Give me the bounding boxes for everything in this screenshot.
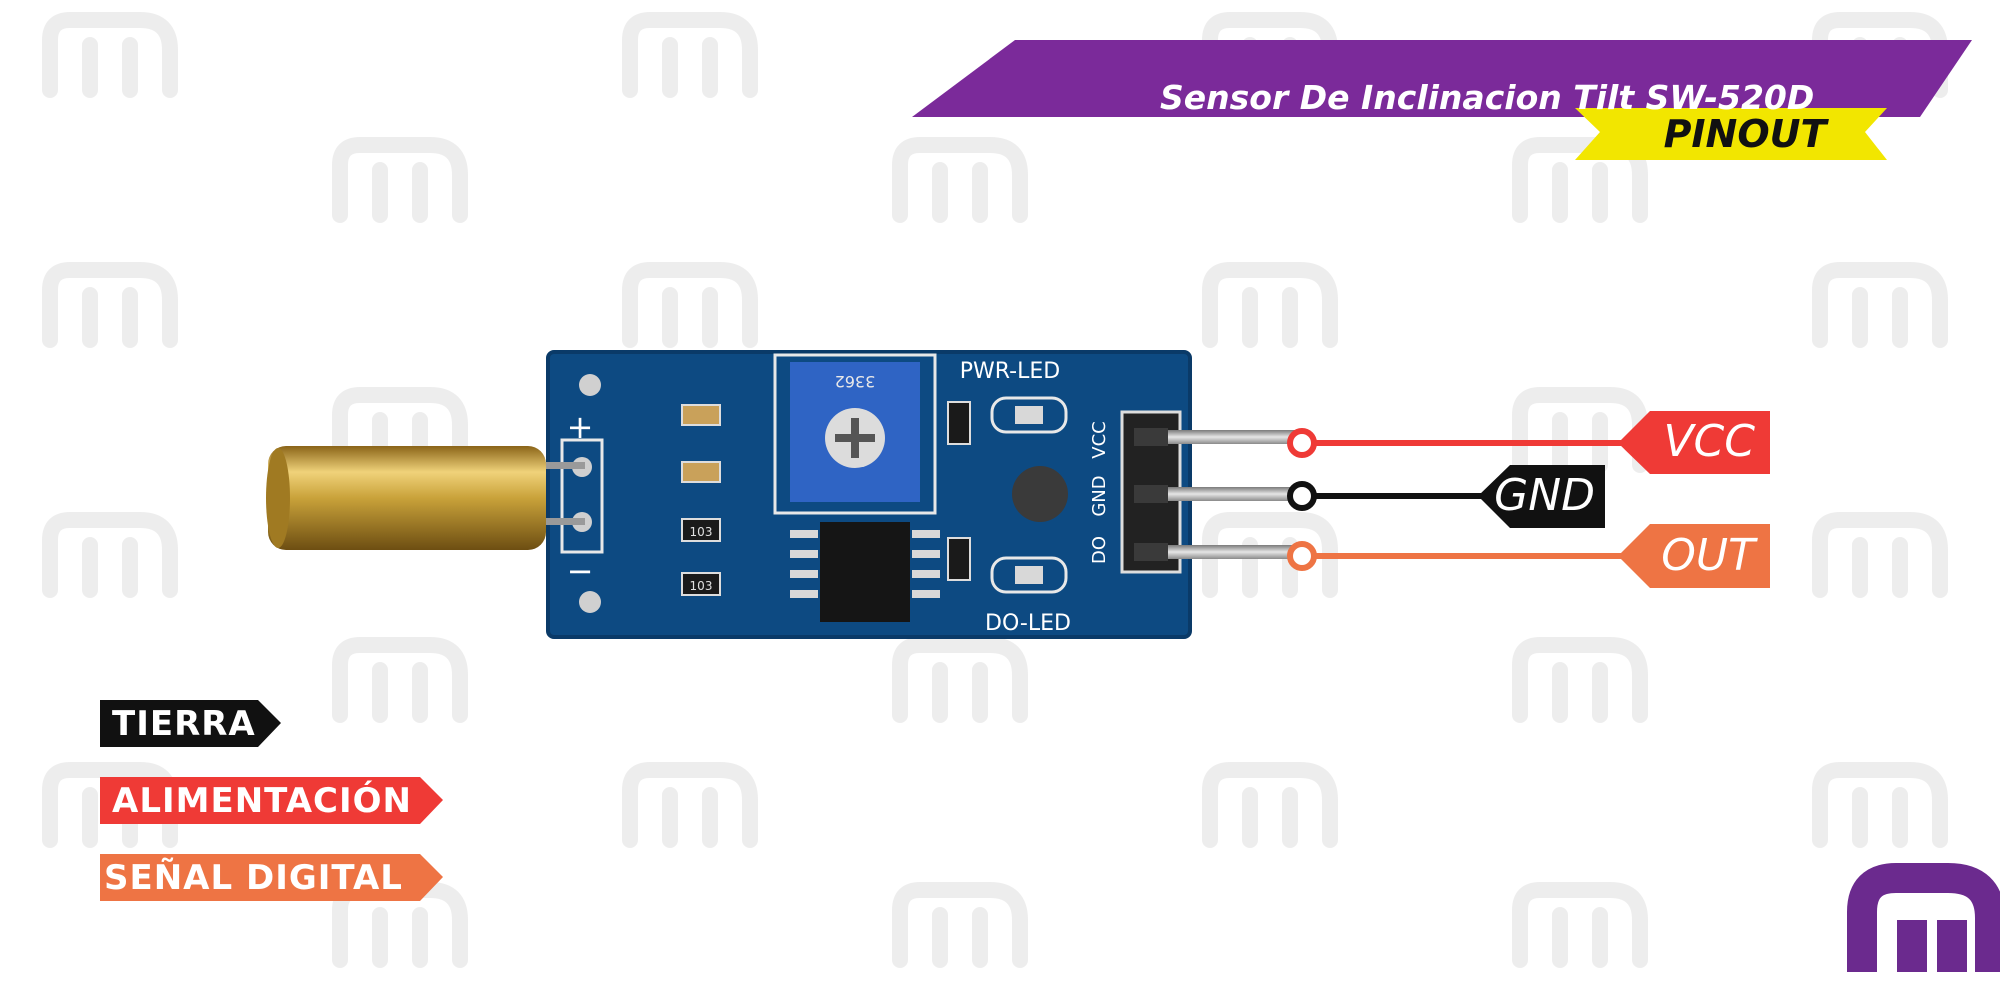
pot-code: 3362 xyxy=(835,372,876,391)
silk-minus: − xyxy=(567,552,594,590)
pin-gnd xyxy=(1287,465,1605,528)
pin-tag xyxy=(1618,411,1770,474)
legend-bar-tierra xyxy=(100,700,281,747)
pin-label-gnd: GND xyxy=(1494,470,1595,521)
legend-label-senal-digital: SEÑAL DIGITAL xyxy=(104,858,403,898)
pin-tag xyxy=(1478,465,1605,528)
pin-tag xyxy=(1618,524,1770,588)
mounting-hole xyxy=(579,374,601,396)
pin-out xyxy=(1287,524,1770,588)
subtitle-banner xyxy=(1575,108,1887,160)
pin-marker xyxy=(1287,541,1317,571)
silk-pin-gnd: GND xyxy=(1089,475,1110,516)
silk-do-led: DO-LED xyxy=(985,611,1071,636)
silk-pin-do: DO xyxy=(1089,536,1110,564)
legend-bar-senal-digital xyxy=(100,854,443,901)
pin-marker xyxy=(1287,428,1317,458)
page-subtitle: PINOUT xyxy=(1663,112,1827,156)
title-banner xyxy=(912,40,1972,117)
pin-marker xyxy=(1287,481,1317,511)
pin-label-vcc: VCC xyxy=(1663,416,1755,467)
silk-pin-vcc: VCC xyxy=(1089,421,1110,458)
legend-label-tierra: TIERRA xyxy=(112,704,256,744)
pin-label-out: OUT xyxy=(1661,530,1755,581)
do-led xyxy=(990,556,1068,594)
silk-plus: + xyxy=(567,408,594,446)
legend-label-alimentacion: ALIMENTACIÓN xyxy=(112,781,412,821)
tilt-switch xyxy=(266,446,585,550)
pwr-led xyxy=(990,396,1068,434)
resistor-code: 103 xyxy=(690,525,713,539)
comparator-chip xyxy=(820,522,910,622)
silk-pwr-led: PWR-LED xyxy=(960,359,1060,384)
brand-logo xyxy=(1847,863,2000,972)
mounting-hole xyxy=(579,591,601,613)
resistor-code: 103 xyxy=(690,579,713,593)
legend-bar-alimentacion xyxy=(100,777,443,824)
page-title: Sensor De Inclinacion Tilt SW-520D xyxy=(1160,78,1815,117)
pin-vcc xyxy=(1287,411,1770,474)
sensor-board: + − 103 103 3362 PWR-LED DO-LED xyxy=(546,350,1300,639)
